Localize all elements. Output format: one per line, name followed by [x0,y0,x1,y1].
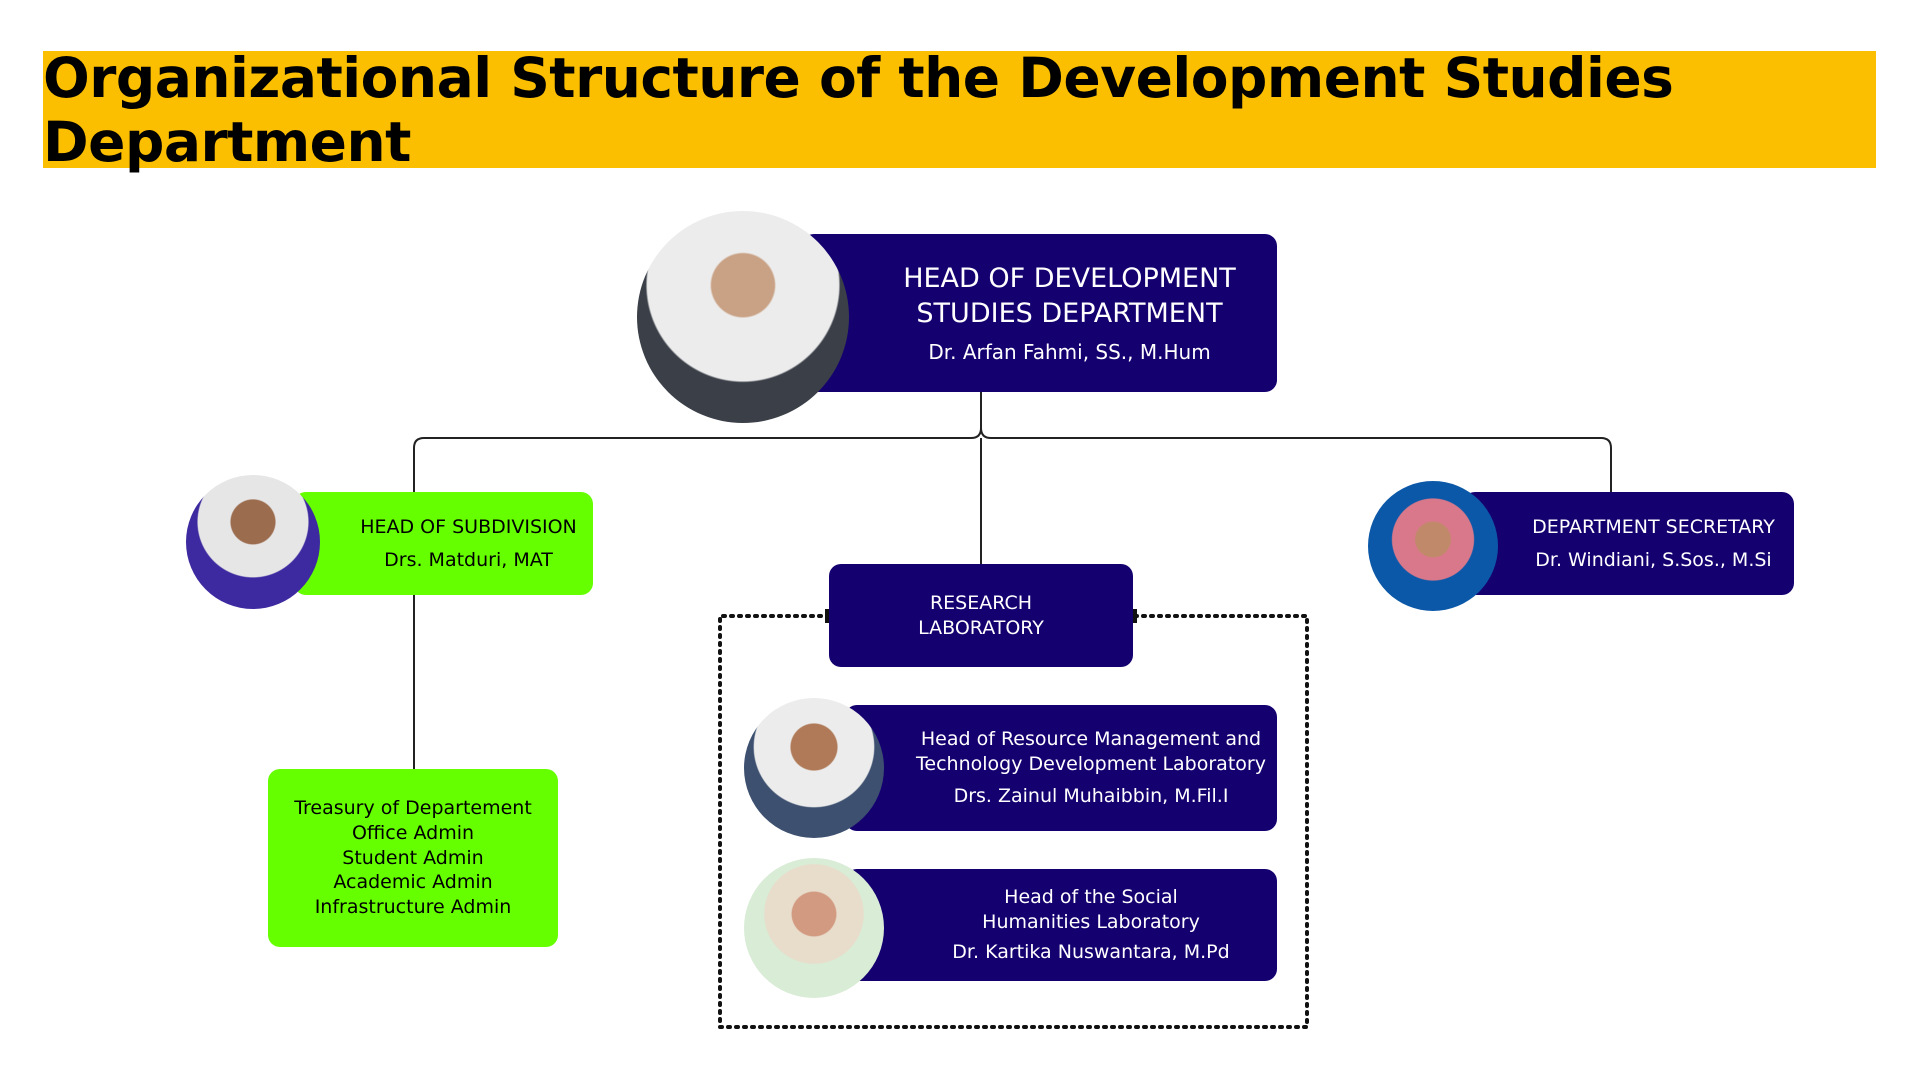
secretary-name: Dr. Windiani, S.Sos., M.Si [1535,548,1772,571]
lab2-name: Dr. Kartika Nuswantara, M.Pd [952,941,1230,964]
social-humanities-lab-card[interactable]: Head of the Social Humanities Laboratory… [845,869,1277,981]
admin-item: Student Admin [342,846,484,869]
subdivision-name: Drs. Matduri, MAT [384,548,553,571]
admin-item: Infrastructure Admin [314,896,512,919]
department-secretary-card[interactable]: DEPARTMENT SECRETARY Dr. Windiani, S.Sos… [1463,492,1794,595]
admin-item: Academic Admin [333,871,493,894]
lab1-photo [744,698,884,838]
admin-item: Office Admin [351,821,475,844]
secretary-title: DEPARTMENT SECRETARY [1532,515,1775,538]
lab2-title-line1: Head of the Social [1004,885,1178,908]
admin-item: Treasury of Departement [294,797,532,820]
admin-staff-card[interactable]: Treasury of Departement Office Admin Stu… [268,769,558,947]
page-title: Organizational Structure of the Developm… [43,45,1674,174]
research-title-line1: RESEARCH [929,591,1033,614]
head-title-line1: HEAD OF DEVELOPMENT [903,262,1236,294]
subdivision-title: HEAD OF SUBDIVISION [360,515,577,538]
secretary-photo [1368,481,1498,611]
head-of-subdivision-card[interactable]: HEAD OF SUBDIVISION Drs. Matduri, MAT [294,492,593,595]
head-of-department-card[interactable]: HEAD OF DEVELOPMENT STUDIES DEPARTMENT D… [802,234,1277,392]
head-name: Dr. Arfan Fahmi, SS., M.Hum [928,340,1211,365]
lab1-title-line1: Head of Resource Management and [920,727,1262,750]
resource-management-lab-card[interactable]: Head of Resource Management and Technolo… [845,705,1277,831]
lab2-title-line2: Humanities Laboratory [982,910,1200,933]
head-title-line2: STUDIES DEPARTMENT [916,298,1223,329]
research-title-line2: LABORATORY [918,616,1044,639]
title-banner: Organizational Structure of the Developm… [43,46,1876,174]
lab1-title-line2: Technology Development Laboratory [916,752,1266,775]
research-laboratory-card[interactable]: RESEARCH LABORATORY [829,564,1133,667]
subdivision-photo [186,475,320,609]
head-photo [637,211,849,423]
lab1-name: Drs. Zainul Muhaibbin, M.Fil.I [953,785,1229,808]
lab2-photo [744,858,884,998]
